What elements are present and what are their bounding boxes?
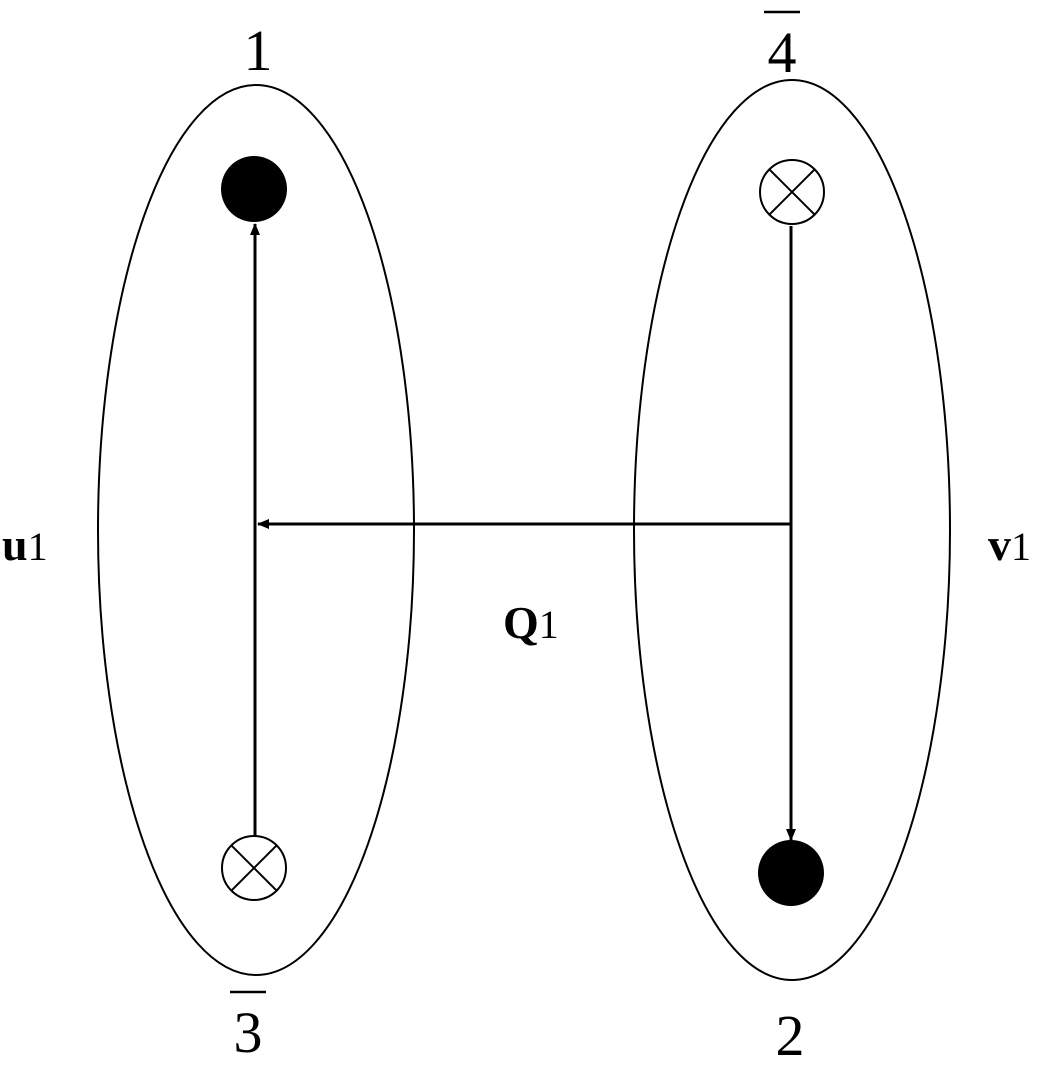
label-u1: u1 — [2, 519, 48, 570]
right-ellipse — [633, 79, 951, 981]
label-q1: Q1 — [503, 597, 559, 648]
label-node-3: 3 — [234, 1000, 263, 1065]
left-ellipse — [97, 84, 415, 976]
label-node-4: 4 — [768, 20, 797, 85]
node-2-filled-circle — [758, 840, 824, 906]
label-node-2: 2 — [776, 1003, 805, 1068]
label-node-1: 1 — [244, 18, 273, 83]
label-v1: v1 — [988, 519, 1031, 570]
node-3-crossed-circle — [221, 835, 287, 901]
node-1-filled-circle — [221, 156, 287, 222]
node-4-crossed-circle — [759, 159, 825, 225]
